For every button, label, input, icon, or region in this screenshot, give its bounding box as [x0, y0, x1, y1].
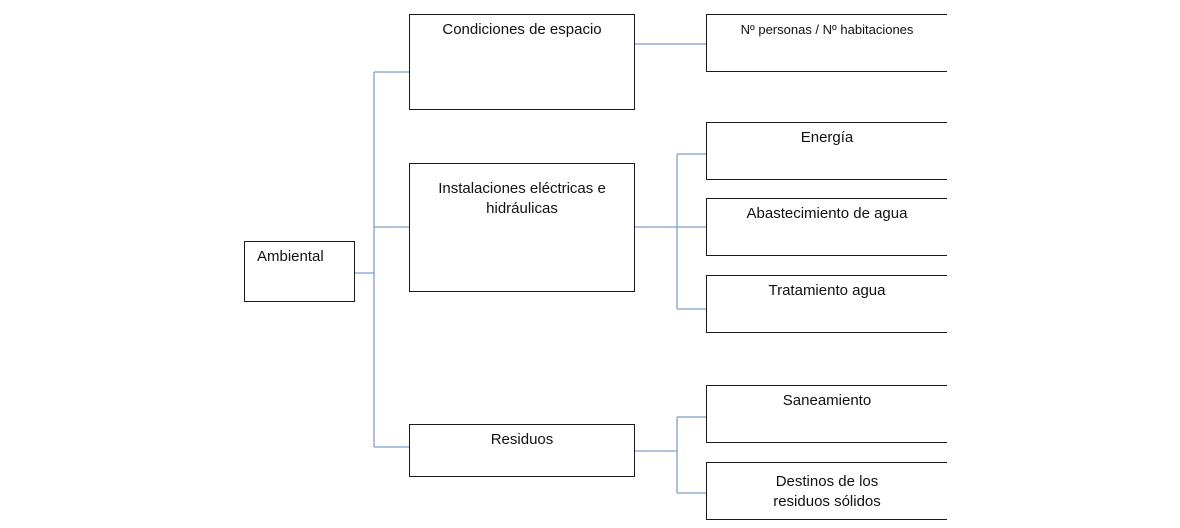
item-label: Saneamiento	[782, 392, 872, 409]
root-label: Ambiental	[257, 248, 324, 265]
item-node-water-treatment: Tratamiento agua	[706, 275, 947, 333]
category-node-space: Condiciones de espacio	[409, 14, 635, 110]
item-label: Abastecimiento de agua	[746, 205, 908, 222]
item-label: Destinos de los residuos sólidos	[773, 473, 881, 510]
category-label: Condiciones de espacio	[442, 21, 602, 38]
item-node-persons-rooms: Nº personas / Nº habitaciones	[706, 14, 947, 72]
item-node-solid-waste: Destinos de los residuos sólidos	[706, 462, 947, 520]
root-node: Ambiental	[244, 241, 355, 302]
item-node-sanitation: Saneamiento	[706, 385, 947, 443]
item-node-water-supply: Abastecimiento de agua	[706, 198, 947, 256]
category-node-installations: Instalaciones eléctricas e hidráulicas	[409, 163, 635, 292]
item-label: Nº personas / Nº habitaciones	[740, 22, 914, 37]
category-label: Residuos	[490, 431, 554, 448]
category-label: Instalaciones eléctricas e hidráulicas	[438, 180, 606, 217]
item-label: Energía	[800, 129, 854, 146]
category-node-waste: Residuos	[409, 424, 635, 477]
item-label: Tratamiento agua	[768, 282, 886, 299]
item-node-energy: Energía	[706, 122, 947, 180]
